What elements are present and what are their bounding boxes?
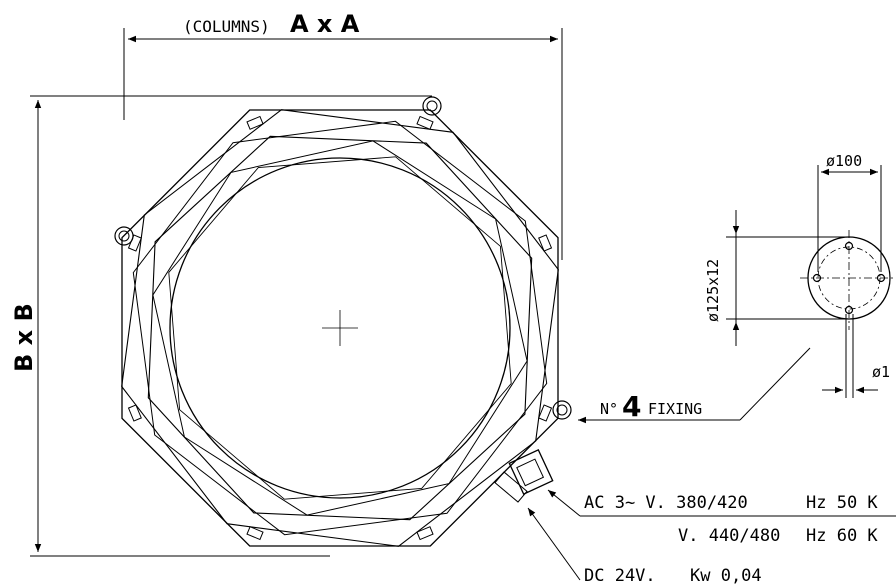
fixing-callout: N° 4 FIXING <box>578 347 811 424</box>
dim-left-value: B x B <box>10 303 38 372</box>
dia-left-label: ø125x12 <box>704 259 722 322</box>
bracket-plate <box>416 115 434 130</box>
fixing-text: FIXING <box>648 400 702 418</box>
frame-ring-inner <box>147 135 533 521</box>
central-circle <box>169 157 511 499</box>
motor-box <box>508 448 554 496</box>
column-right <box>552 400 572 420</box>
bracket-plate <box>127 234 142 252</box>
fixing-detail: ø100 ø125x12 ø1 <box>704 152 896 398</box>
power-callout: AC 3~ V. 380/420 Hz 50 K V. 440/480 Hz 6… <box>527 489 896 586</box>
bracket-plate <box>416 526 434 541</box>
bracket-plate <box>127 404 142 422</box>
dim-top-prefix: (COLUMNS) <box>183 17 270 36</box>
dia-bottom-label: ø1 <box>872 363 890 381</box>
power-line1-a: AC 3~ V. 380/420 <box>584 493 748 513</box>
frame-ring <box>132 120 548 536</box>
bracket-plate <box>538 404 553 422</box>
power-line3-a: DC 24V. <box>584 566 656 586</box>
frame-outer-inner <box>121 109 559 547</box>
bracket-plate <box>246 526 264 541</box>
fixing-prefix: N° <box>600 400 618 418</box>
machine-top-view <box>114 96 572 547</box>
bracket-plate <box>246 115 264 130</box>
frame-inner-edge <box>168 156 512 500</box>
frame-outer <box>121 109 559 547</box>
fixing-number: 4 <box>622 390 641 423</box>
power-line2-b: Hz 60 K <box>806 526 878 546</box>
dia-top-label: ø100 <box>826 152 862 170</box>
bracket-plate <box>538 234 553 252</box>
power-line1-b: Hz 50 K <box>806 493 878 513</box>
column-top-right <box>422 96 442 116</box>
dim-left: B x B <box>10 95 432 557</box>
dim-top: (COLUMNS) A x A <box>123 10 563 260</box>
power-line2-a: V. 440/480 <box>678 526 780 546</box>
power-line3-b: Kw 0,04 <box>690 566 762 586</box>
dim-top-value: A x A <box>290 10 360 38</box>
frame-inner <box>152 140 528 516</box>
